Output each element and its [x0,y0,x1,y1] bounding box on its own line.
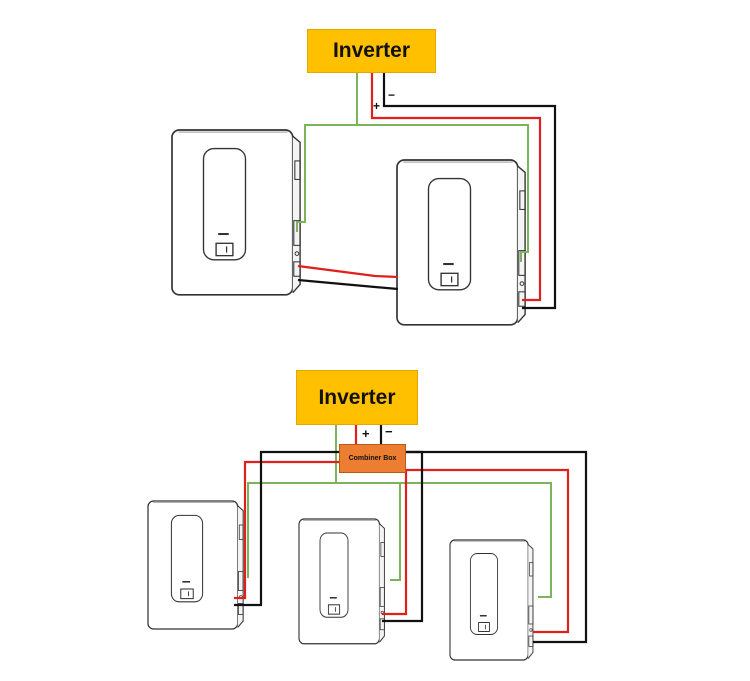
positive-wire-top [297,73,542,302]
negative-terminal-label-bottom: − [385,424,393,439]
inverter-label-bottom: Inverter [318,385,396,409]
top-diagram [171,73,557,326]
positive-terminal-label-top: + [373,99,381,113]
battery-module-bottom-middle [298,518,386,645]
positive-wire-bottom [234,424,570,634]
inverter-box-top: Inverter [307,29,436,73]
negative-wire-top [297,73,557,310]
battery-module-bottom-left [147,500,244,630]
negative-wire-bottom [234,424,588,644]
bottom-diagram [147,424,588,661]
inverter-box-bottom: Inverter [296,370,418,425]
battery-module-top-right [396,159,526,326]
positive-terminal-label-bottom: + [362,426,370,441]
battery-module-top-left [171,129,301,296]
negative-terminal-label-top: − [388,88,396,102]
communication-wire-top [296,73,529,262]
combiner-box: Combiner Box [339,444,406,473]
inverter-label-top: Inverter [332,39,411,62]
combiner-box-label: Combiner Box [348,455,397,462]
communication-wire-bottom [247,424,552,598]
battery-module-bottom-right [449,539,534,661]
